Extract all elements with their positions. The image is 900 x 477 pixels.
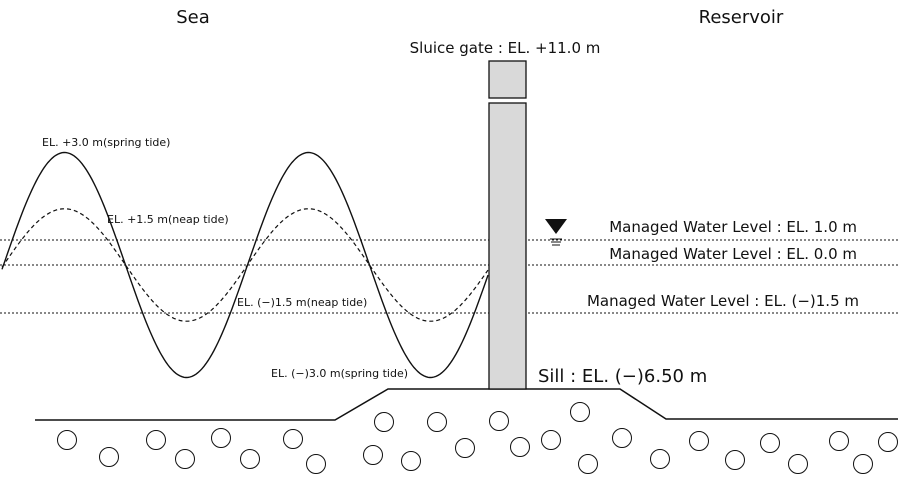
- gravel-circle: [612, 428, 632, 448]
- water-level-symbol: [545, 219, 567, 246]
- gravel-circle: [455, 438, 475, 458]
- gravel-circle: [363, 445, 383, 465]
- gravel-circle: [689, 431, 709, 451]
- neap-tide-curve: [1, 208, 489, 322]
- neap-low-label: EL. (−)1.5 m(neap tide): [237, 296, 367, 309]
- gravel-circle: [283, 429, 303, 449]
- gravel-circle: [146, 430, 166, 450]
- spring-high-label: EL. +3.0 m(spring tide): [42, 136, 170, 149]
- sluice-gate-label: Sluice gate : EL. +11.0 m: [410, 39, 601, 57]
- gravel-circle: [374, 412, 394, 432]
- sill-label: Sill : EL. (−)6.50 m: [538, 366, 707, 387]
- gravel-layer: [57, 402, 898, 474]
- gravel-circle: [570, 402, 590, 422]
- gravel-circle: [401, 451, 421, 471]
- gravel-circle: [650, 449, 670, 469]
- gravel-circle: [829, 431, 849, 451]
- gravel-circle: [99, 447, 119, 467]
- gravel-circle: [760, 433, 780, 453]
- ground-profile: [35, 388, 898, 421]
- gravel-circle: [57, 430, 77, 450]
- gravel-circle: [578, 454, 598, 474]
- managed-level-label-3: Managed Water Level : EL. (−)1.5 m: [587, 292, 859, 310]
- gravel-circle: [306, 454, 326, 474]
- gravel-circle: [211, 428, 231, 448]
- gravel-circle: [427, 412, 447, 432]
- gravel-circle: [878, 432, 898, 452]
- reservoir-label: Reservoir: [699, 7, 784, 28]
- sea-label: Sea: [176, 7, 210, 28]
- gravel-circle: [541, 430, 561, 450]
- managed-level-label-2: Managed Water Level : EL. 0.0 m: [609, 245, 857, 263]
- gravel-circle: [725, 450, 745, 470]
- gravel-circle: [240, 449, 260, 469]
- gravel-circle: [788, 454, 808, 474]
- gravel-circle: [853, 454, 873, 474]
- gravel-circle: [489, 411, 509, 431]
- sluice-gate-body: [488, 102, 527, 390]
- gravel-circle: [175, 449, 195, 469]
- neap-high-label: EL. +1.5 m(neap tide): [107, 213, 229, 226]
- spring-tide-curve: [1, 151, 489, 379]
- spring-low-label: EL. (−)3.0 m(spring tide): [271, 367, 408, 380]
- sluice-gate-top-block: [488, 60, 527, 99]
- managed-level-label-1: Managed Water Level : EL. 1.0 m: [609, 218, 857, 236]
- gravel-circle: [510, 437, 530, 457]
